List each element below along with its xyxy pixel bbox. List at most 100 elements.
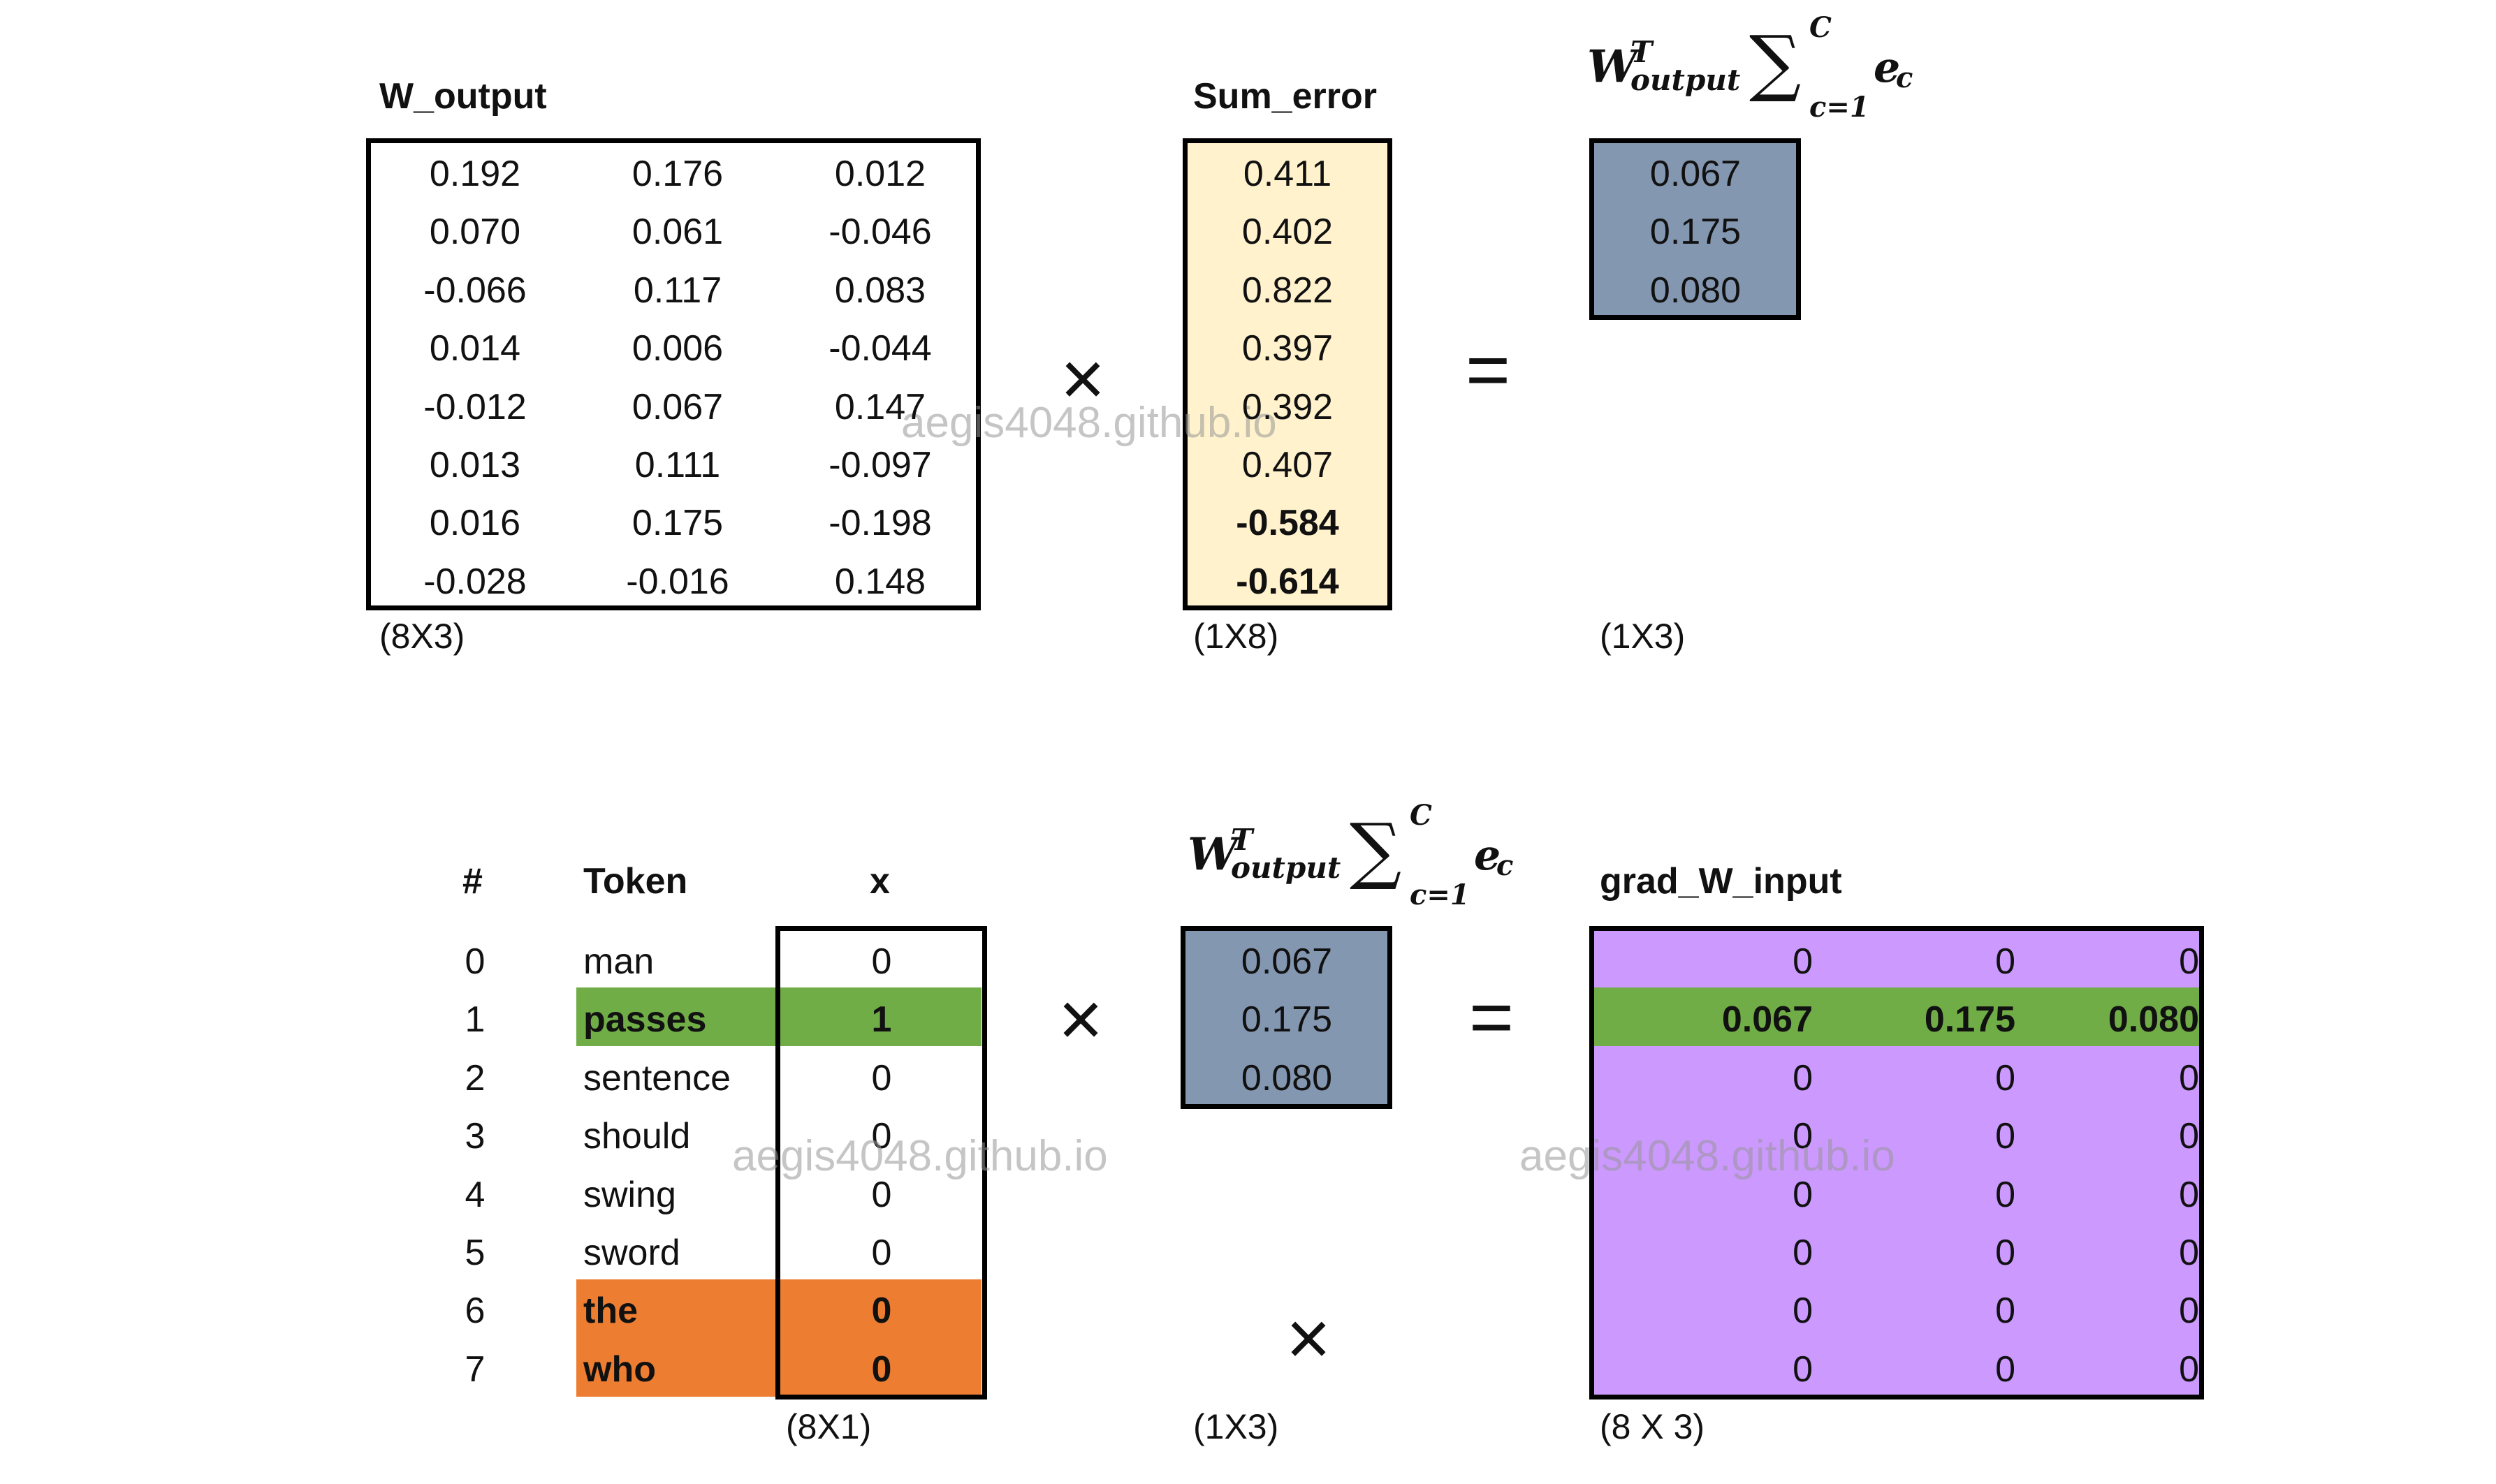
grad-cell: 0 — [1995, 941, 2015, 982]
watermark-top: aegis4048.github.io — [901, 399, 1277, 447]
grad-cell: 0 — [1793, 1291, 1813, 1332]
grad-dims: (8 X 3) — [1600, 1407, 1705, 1446]
vector-cell-bottom: 0.080 — [1241, 1057, 1333, 1099]
w-output-cell: -0.044 — [829, 328, 932, 369]
grad-cell: 0.175 — [1924, 999, 2015, 1041]
grad-cell: 0 — [1995, 1057, 2015, 1099]
w-output-cell: 0.148 — [834, 561, 926, 602]
grad-cell: 0 — [1995, 1174, 2015, 1215]
w-output-cell: -0.016 — [626, 561, 729, 602]
x-value: 0 — [871, 1057, 892, 1099]
equals-sign-bottom: = — [1468, 974, 1515, 1060]
formula-wt-sum-ec-top: W T output ∑ C c=1 e c — [1587, 11, 1913, 124]
result-cell-top: 0.080 — [1649, 270, 1742, 311]
w-output-cell: -0.066 — [423, 270, 527, 311]
w-output-cell: -0.012 — [423, 386, 527, 427]
w-output-cell: 0.012 — [834, 154, 926, 194]
token-label: sword — [583, 1233, 680, 1273]
token-label: sentence — [583, 1057, 731, 1099]
x-value: 1 — [871, 999, 892, 1041]
grad-cell: 0 — [2179, 1349, 2199, 1390]
multiply-sign-extra: × — [1285, 1295, 1331, 1381]
sum-error-cell: 0.822 — [1241, 270, 1334, 311]
w-output-cell: 0.111 — [634, 445, 721, 485]
w-output-cell: 0.014 — [429, 328, 521, 369]
token-label: the — [583, 1291, 638, 1332]
x-value: 0 — [871, 941, 892, 982]
grad-cell: 0 — [2179, 1174, 2199, 1215]
x-value: 0 — [871, 1291, 892, 1332]
grad-cell: 0 — [1995, 1291, 2015, 1332]
token-label: man — [583, 941, 655, 982]
x-vector — [775, 926, 987, 1399]
w-output-cell: 0.013 — [429, 445, 521, 485]
watermark-bottom-left: aegis4048.github.io — [732, 1132, 1108, 1180]
w-output-cell: -0.198 — [829, 503, 932, 544]
wt-sum-ec-result-top — [1589, 138, 1801, 320]
highlight-passes-token — [576, 987, 779, 1046]
w-output-cell: 0.147 — [834, 386, 926, 427]
w-output-cell: 0.176 — [632, 154, 724, 194]
grad-cell: 0 — [1995, 1116, 2015, 1157]
grad-highlight-row — [1594, 987, 2199, 1046]
x-value: 0 — [871, 1233, 892, 1273]
x-dims: (8X1) — [786, 1407, 872, 1446]
w-output-matrix — [366, 138, 981, 610]
grad-cell: 0 — [1793, 1233, 1813, 1273]
grad-cell: 0 — [1793, 941, 1813, 982]
w-output-cell: 0.061 — [632, 212, 724, 253]
row-index: 0 — [465, 941, 486, 982]
sum-error-dims: (1X8) — [1193, 617, 1279, 656]
row-index: 6 — [465, 1291, 486, 1332]
w-output-dims: (8X3) — [379, 617, 465, 656]
x-value: 0 — [871, 1174, 892, 1215]
row-index: 7 — [465, 1349, 486, 1390]
w-output-cell: 0.175 — [632, 503, 724, 544]
sum-error-cell: -0.614 — [1236, 561, 1339, 602]
grad-cell: 0 — [2179, 1291, 2199, 1332]
sum-error-cell: 0.397 — [1241, 328, 1334, 369]
grad-cell: 0 — [1995, 1233, 2015, 1273]
result-cell-top: 0.175 — [1649, 212, 1742, 253]
w-output-cell: 0.016 — [429, 503, 521, 544]
row-index: 3 — [465, 1116, 486, 1157]
w-output-cell: 0.192 — [429, 154, 521, 194]
highlight-passes-x — [779, 987, 981, 1046]
formula-wt-sum-ec-bottom: W T output ∑ C c=1 e c — [1188, 799, 1514, 911]
sum-error-cell: 0.411 — [1243, 154, 1332, 194]
sum-error-cell: 0.407 — [1241, 445, 1334, 485]
x-value: 0 — [871, 1116, 892, 1157]
w-output-cell: 0.117 — [633, 270, 722, 311]
sum-error-vector — [1183, 138, 1392, 610]
w-output-cell: -0.028 — [423, 561, 527, 602]
grad-cell: 0 — [1793, 1116, 1813, 1157]
wt-sum-ec-vector-bottom — [1181, 926, 1392, 1109]
highlight-the-who-token — [576, 1279, 779, 1397]
result-cell-top: 0.067 — [1649, 154, 1742, 194]
token-label: should — [583, 1116, 691, 1157]
watermark-bottom-right: aegis4048.github.io — [1519, 1132, 1895, 1180]
w-output-cell: -0.046 — [829, 212, 932, 253]
highlight-the-who-x — [779, 1279, 981, 1397]
grad-cell: 0 — [1995, 1349, 2015, 1390]
w-output-title: W_output — [379, 76, 547, 117]
header-token: Token — [583, 861, 688, 902]
multiply-sign-top: × — [1060, 336, 1106, 422]
grad-cell: 0.080 — [2108, 999, 2199, 1041]
x-value: 0 — [871, 1349, 892, 1390]
w-output-cell: 0.067 — [632, 386, 724, 427]
grad-w-input-title: grad_W_input — [1600, 861, 1842, 902]
multiply-sign-bottom: × — [1058, 976, 1104, 1062]
w-output-cell: -0.097 — [829, 445, 932, 485]
token-label: swing — [583, 1174, 676, 1215]
row-index: 5 — [465, 1233, 486, 1273]
grad-cell: 0 — [2179, 1116, 2199, 1157]
token-label: passes — [583, 999, 707, 1041]
equals-sign-top: = — [1465, 327, 1511, 413]
row-index: 4 — [465, 1174, 486, 1215]
sum-error-cell: 0.392 — [1241, 386, 1334, 427]
grad-cell: 0 — [1793, 1057, 1813, 1099]
sum-error-cell: -0.584 — [1236, 503, 1339, 544]
sum-error-cell: 0.402 — [1241, 212, 1334, 253]
w-output-cell: 0.006 — [632, 328, 724, 369]
